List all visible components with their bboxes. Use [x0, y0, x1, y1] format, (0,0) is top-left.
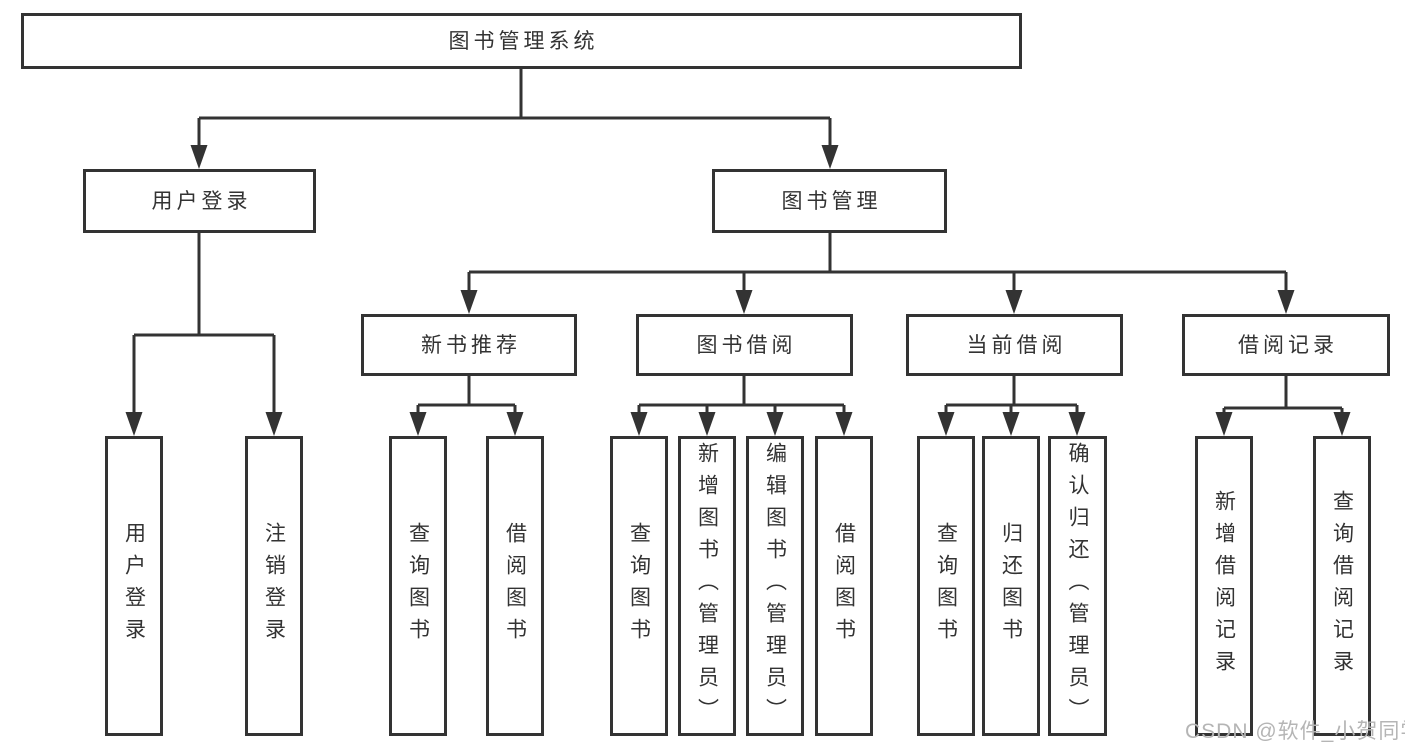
leaf-confirm-return-admin: 确认归还（管理员）	[1048, 436, 1107, 736]
leaf-borrow-books-recommend: 借阅图书	[486, 436, 544, 736]
leaf-add-borrow-record: 新增借阅记录	[1195, 436, 1253, 736]
leaf-borrow-books: 借阅图书	[815, 436, 873, 736]
leaf-add-books-admin: 新增图书（管理员）	[678, 436, 736, 736]
leaf-edit-books-admin: 编辑图书（管理员）	[746, 436, 804, 736]
leaf-query-books-borrowing: 查询图书	[610, 436, 668, 736]
leaf-query-books-current: 查询图书	[917, 436, 975, 736]
leaf-return-books: 归还图书	[982, 436, 1040, 736]
node-user-login-branch: 用户登录	[83, 169, 316, 233]
leaf-query-books-recommend: 查询图书	[389, 436, 447, 736]
node-new-book-recommend: 新书推荐	[361, 314, 577, 376]
node-book-management-branch: 图书管理	[712, 169, 947, 233]
node-current-borrowing: 当前借阅	[906, 314, 1123, 376]
leaf-logout-login: 注销登录	[245, 436, 303, 736]
leaf-query-borrow-record: 查询借阅记录	[1313, 436, 1371, 736]
node-book-borrowing: 图书借阅	[636, 314, 853, 376]
node-library-management-system: 图书管理系统	[21, 13, 1022, 69]
csdn-watermark: CSDN @软件_小贺同学	[1185, 720, 1405, 743]
arrowhead-icons	[125, 145, 1351, 436]
leaf-user-login: 用户登录	[105, 436, 163, 736]
node-borrowing-records: 借阅记录	[1182, 314, 1390, 376]
